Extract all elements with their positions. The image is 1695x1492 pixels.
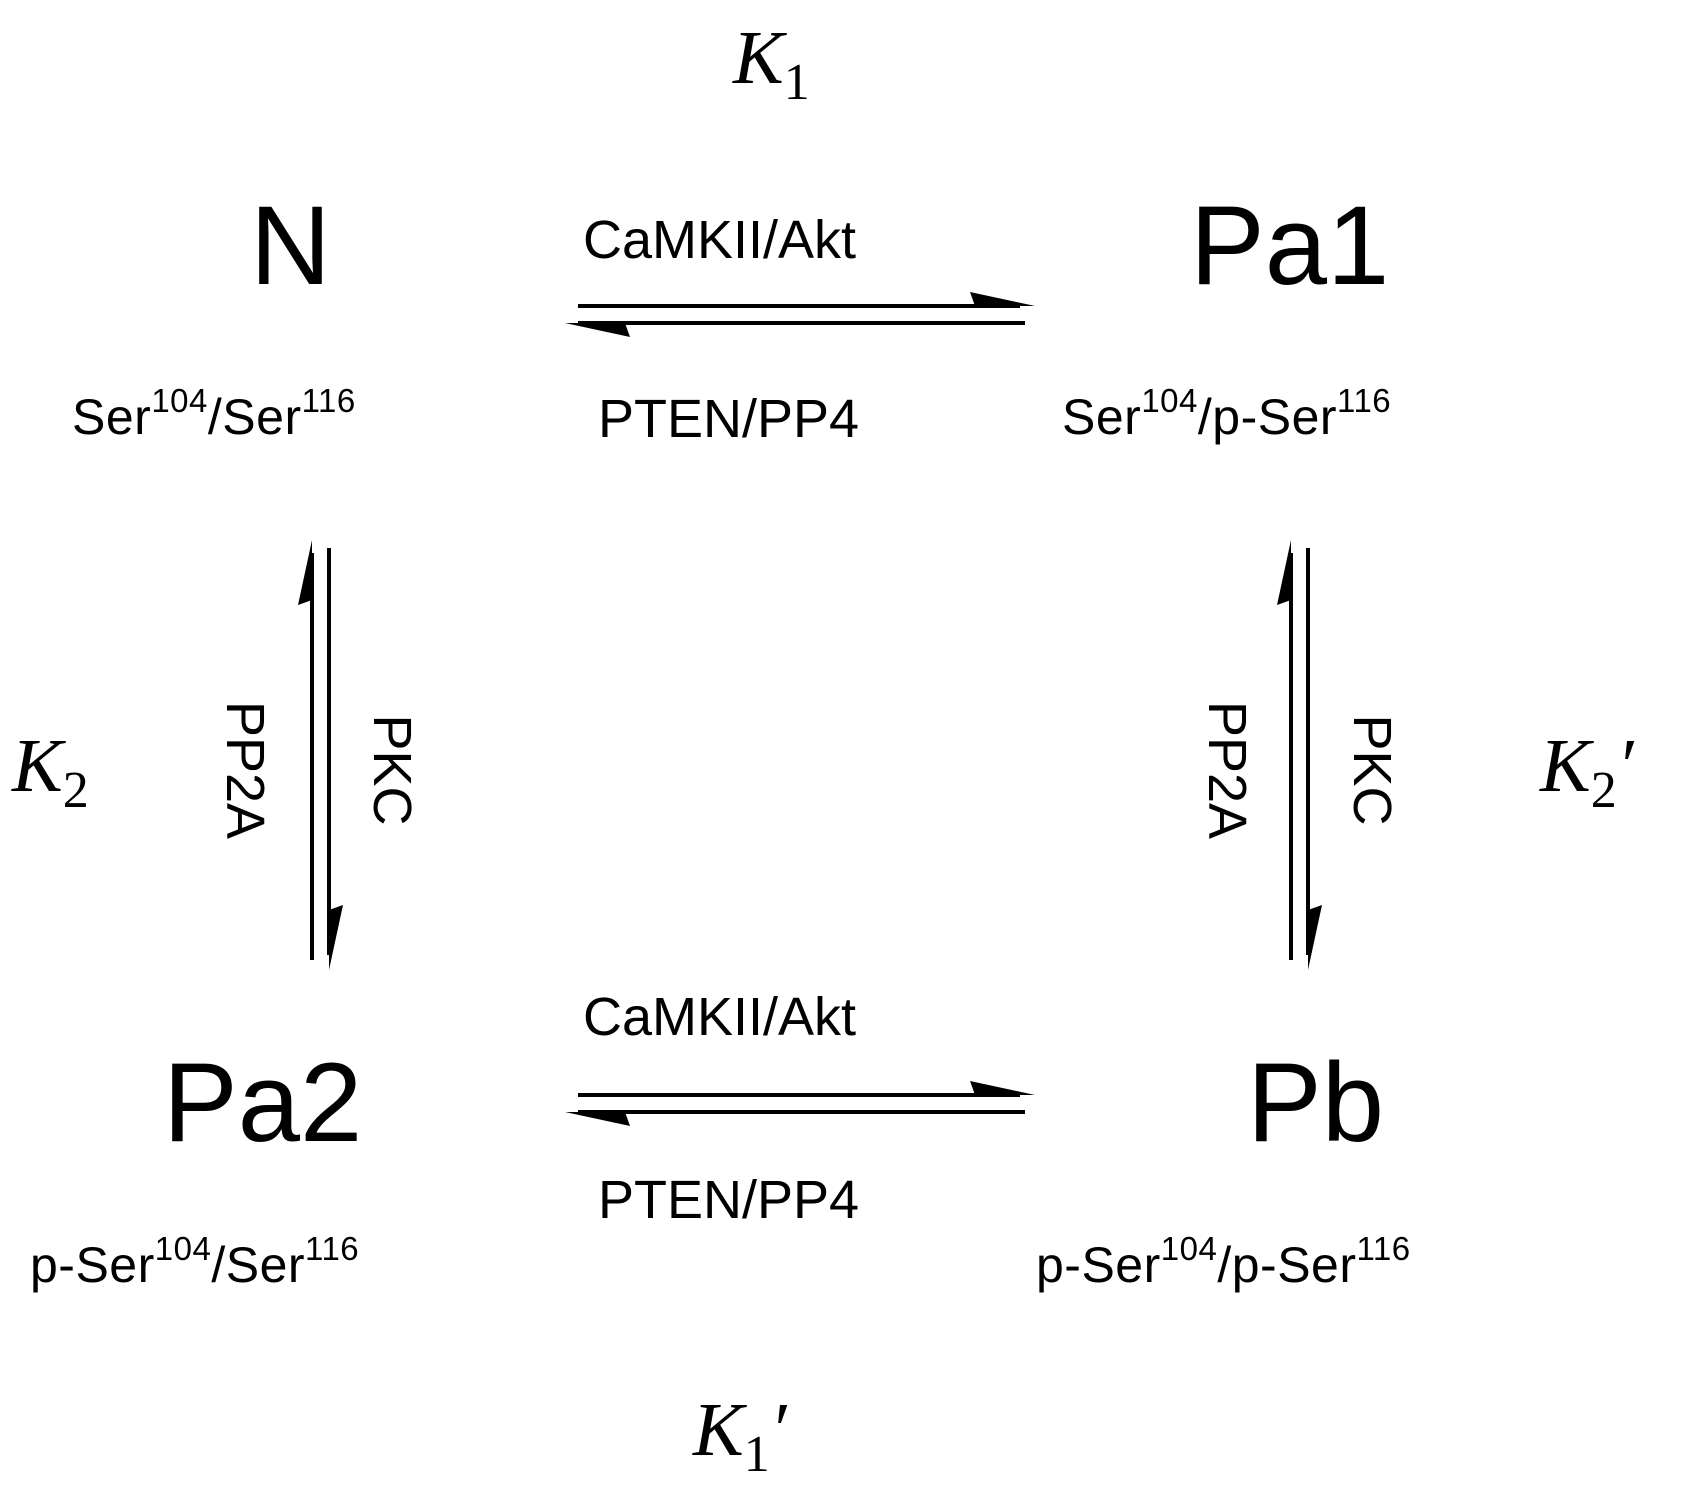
arrowhead-bottom-reverse <box>565 1112 630 1126</box>
constant-k1: K1 <box>733 16 810 111</box>
state-pa1: Pa1 <box>1190 183 1390 308</box>
state-pb-sites: p-Ser104/p-Ser116 <box>1036 1230 1411 1293</box>
state-pb: Pb <box>1247 1040 1384 1165</box>
arrowhead-left-down <box>329 905 343 970</box>
constant-k2: K2 <box>12 724 89 819</box>
arrowhead-top-reverse <box>565 323 630 337</box>
state-pa1-sites: Ser104/p-Ser116 <box>1062 382 1392 445</box>
state-n: N <box>250 183 331 308</box>
enzyme-bottom-reverse: PTEN/PP4 <box>598 1170 860 1230</box>
arrowhead-left-up <box>298 540 312 605</box>
arrowhead-right-up <box>1277 540 1291 605</box>
constant-k1-prime: K1′ <box>693 1388 787 1483</box>
state-pa2: Pa2 <box>163 1040 363 1165</box>
arrowhead-right-down <box>1308 905 1322 970</box>
state-pa2-sites: p-Ser104/Ser116 <box>30 1230 360 1293</box>
enzyme-bottom-forward: CaMKII/Akt <box>583 987 857 1047</box>
enzyme-top-forward: CaMKII/Akt <box>583 210 857 270</box>
enzyme-top-reverse: PTEN/PP4 <box>598 389 860 449</box>
arrowhead-top-forward <box>970 292 1035 306</box>
constant-k2-prime: K2′ <box>1540 724 1634 819</box>
state-n-sites: Ser104/Ser116 <box>72 382 356 445</box>
arrowhead-bottom-forward <box>970 1081 1035 1095</box>
